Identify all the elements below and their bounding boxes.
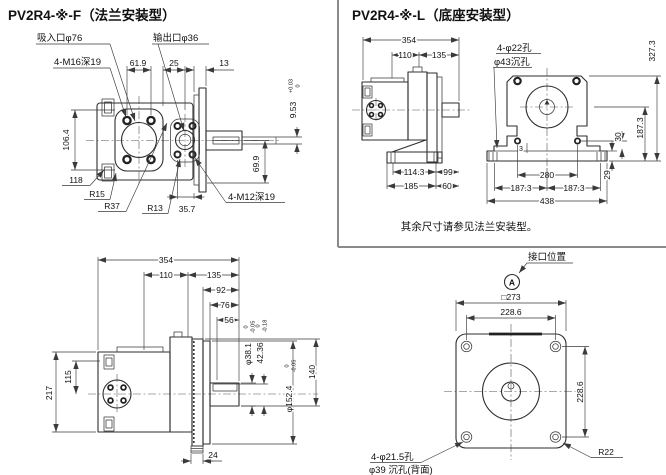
flange-side-dimensions: 354 110 135 92 76 56 217 115	[43, 254, 320, 464]
foot-side-outline	[361, 66, 460, 164]
face-cbore-label: φ39 沉孔(背面)	[369, 464, 433, 475]
flange-front-dimensions: 61.9 25 13 106.4 118 R15 R37 R13	[60, 57, 302, 216]
dim-r15: R15	[89, 189, 105, 199]
face-holes-label: 4-φ21.5孔	[371, 452, 414, 463]
dim-140: 140	[307, 365, 317, 379]
dim-spigot-tol-top: 0	[285, 364, 291, 367]
flange-face-dimensions: □273 228.6 228.6	[455, 291, 589, 438]
dim-l60: 60	[442, 181, 452, 191]
section-dividers	[337, 0, 666, 248]
dim-106-4: 106.4	[61, 129, 71, 151]
view-foot-side: 354 110 135 114.3 99 185 60	[352, 34, 470, 193]
dim-3: 3	[519, 146, 523, 153]
dim-shaft-dia: φ38.1	[243, 343, 253, 365]
dim-spigot-tol-bot: -0.05	[292, 360, 298, 373]
dim-key-height: 42.36	[255, 342, 265, 364]
dim-shaft-tol-top: 0	[244, 325, 250, 328]
dim-135: 135	[207, 270, 221, 280]
dim-shaft-tol-bot: -0.05	[251, 321, 257, 334]
dim-key-tol-top: +0.03	[289, 79, 295, 93]
dim-l185: 185	[404, 181, 418, 191]
dim-30: 30	[613, 132, 623, 142]
flange-type-title: PV2R4-※-F（法兰安装型）	[8, 7, 176, 23]
foot-note: 其余尺寸请参见法兰安装型。	[401, 220, 538, 233]
foot-side-dimensions: 354 110 135 114.3 99 185 60	[362, 34, 460, 193]
dim-13: 13	[219, 58, 229, 68]
dim-l114-3: 114.3	[404, 167, 425, 177]
view-flange-face: 接口位置 A 4-φ21.5孔 φ39 沉孔(背面) R22 □273 228.…	[369, 251, 623, 475]
dim-r13: R13	[147, 203, 163, 213]
dim-spigot-dia: φ152.4	[284, 385, 294, 412]
dim-r22: R22	[598, 447, 614, 457]
suction-port-label: 吸入口φ76	[37, 33, 82, 44]
dim-92: 92	[216, 285, 226, 295]
foot-front-dimensions: 3 280 187.3 187.3 438 327.3 187.3	[486, 39, 661, 208]
dim-217: 217	[44, 386, 54, 400]
flange-side-outline	[97, 331, 240, 454]
dim-69-9: 69.9	[251, 155, 261, 172]
dim-keyh-tol-top: 0	[256, 324, 262, 327]
dim-square-273: □273	[501, 292, 521, 302]
flange-face-labels: 接口位置 A 4-φ21.5孔 φ39 沉孔(背面) R22	[369, 251, 623, 475]
dim-r37: R37	[104, 201, 120, 211]
dim-110: 110	[159, 270, 173, 280]
dim-438: 438	[540, 196, 554, 206]
dim-l135: 135	[432, 50, 446, 60]
dim-pitch-right: 228.6	[575, 381, 585, 403]
foot-holes-label: 4-φ22孔	[497, 43, 532, 54]
foot-front-labels: 4-φ22孔 φ43沉孔	[493, 43, 541, 149]
port-labels: 吸入口φ76 输出口φ36 4-M16深19 4-M12深19	[36, 32, 285, 203]
dim-61-9: 61.9	[130, 58, 147, 68]
foot-cbore-label: φ43沉孔	[494, 57, 530, 68]
dim-56: 56	[224, 315, 234, 325]
dim-l99: 99	[443, 167, 453, 177]
dim-pitch-top: 228.6	[500, 307, 522, 317]
port-position-label: 接口位置	[528, 251, 566, 263]
dim-115: 115	[63, 370, 73, 384]
dim-l354: 354	[402, 35, 416, 45]
dim-key-tol-bot: 0	[296, 84, 302, 87]
dim-354: 354	[159, 255, 173, 265]
dim-24: 24	[208, 450, 218, 460]
dim-29: 29	[602, 170, 612, 180]
port-position-symbol: A	[509, 278, 515, 288]
dim-l110: 110	[398, 50, 412, 60]
dim-118: 118	[69, 175, 83, 185]
dim-76: 76	[220, 300, 230, 310]
view-foot-front: 4-φ22孔 φ43沉孔 3 280 187.3 187.3 438	[401, 39, 661, 233]
dim-key-width: 9.53	[288, 101, 298, 118]
dim-187-3b: 187.3	[563, 183, 585, 193]
view-flange-front: 吸入口φ76 输出口φ36 4-M16深19 4-M12深19 61.9 25	[36, 32, 302, 216]
view-flange-side: 354 110 135 92 76 56 217 115	[43, 254, 320, 464]
foot-type-title: PV2R4-※-L（底座安装型）	[352, 7, 520, 23]
outlet-port-label: 输出口φ36	[153, 32, 198, 44]
flange-face-outline	[455, 332, 567, 449]
pump-body-outline	[96, 87, 277, 193]
dim-187-3r: 187.3	[635, 117, 645, 139]
dim-keyh-tol-bot: -0.18	[263, 320, 269, 333]
dim-25: 25	[169, 58, 179, 68]
m16-bolts-label: 4-M16深19	[54, 57, 101, 68]
dim-187-3a: 187.3	[510, 183, 532, 193]
m12-bolts-label: 4-M12深19	[228, 192, 275, 203]
dim-327-3: 327.3	[647, 40, 657, 62]
dim-35-7: 35.7	[179, 204, 196, 214]
